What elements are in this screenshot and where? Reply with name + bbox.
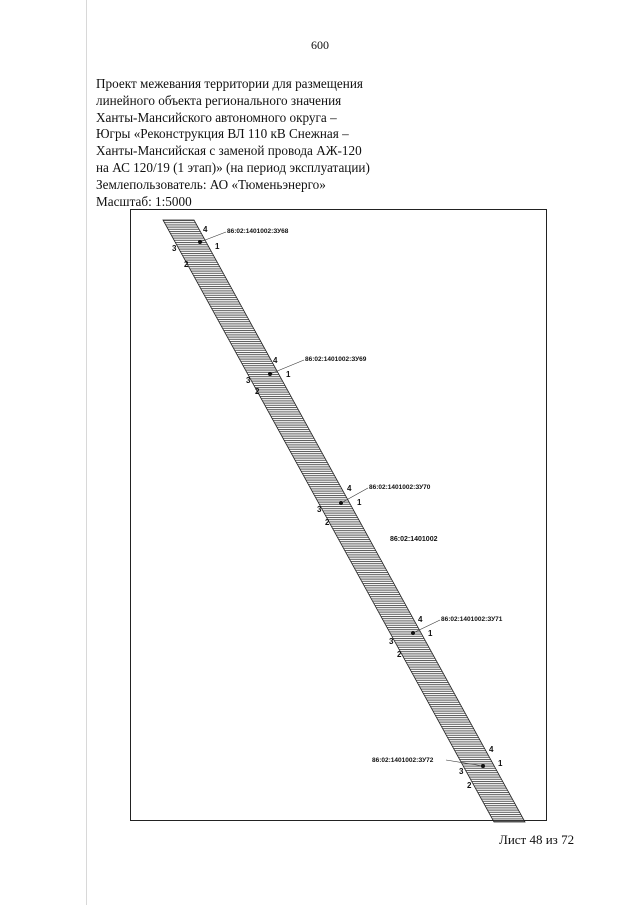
vertex-label: 1 — [498, 759, 503, 768]
vertex-label: 2 — [325, 518, 330, 527]
parcel-zu70: 86:02:1401002:ЗУ70 4 1 2 3 — [317, 484, 431, 527]
vertex-label: 4 — [347, 484, 352, 493]
vertex-label: 2 — [397, 650, 402, 659]
corridor-strip — [162, 219, 526, 823]
parcel-zu69: 86:02:1401002:ЗУ69 4 1 2 3 — [246, 356, 367, 396]
vertex-label: 2 — [467, 781, 472, 790]
vertex-label: 4 — [418, 615, 423, 624]
vertex-label: 2 — [184, 260, 189, 269]
leader-line — [269, 359, 305, 375]
parcel-point — [268, 372, 272, 376]
title-line: Проект межевания территории для размещен… — [96, 76, 363, 91]
title-line: Ханты-Мансийская с заменой провода АЖ-12… — [96, 143, 362, 159]
title-line: линейного объекта регионального значения — [96, 92, 342, 108]
parcel-label: 86:02:1401002:ЗУ72 — [372, 757, 434, 764]
parcel-label: 86:02:1401002:ЗУ68 — [227, 228, 289, 235]
parcel-label: 86:02:1401002:ЗУ70 — [369, 484, 431, 491]
page-number: 600 — [311, 38, 329, 52]
title-line: на АС 120/19 (1 этап)» (на период эксплу… — [96, 159, 370, 175]
vertex-label: 3 — [459, 767, 464, 776]
vertex-label: 3 — [246, 376, 251, 385]
parcel-label: 86:02:1401002:ЗУ69 — [305, 356, 367, 363]
vertex-label: 1 — [286, 370, 291, 379]
vertex-label: 4 — [273, 356, 278, 365]
vertex-label: 4 — [203, 225, 208, 234]
sheet-label: Лист 48 из 72 — [499, 832, 575, 847]
title-line: Югры «Реконструкция ВЛ 110 кВ Снежная – — [96, 126, 349, 142]
binding-margin-line — [86, 0, 87, 905]
parcel-zu71: 86:02:1401002:ЗУ71 4 1 2 3 — [389, 615, 503, 659]
parcel-point — [411, 631, 415, 635]
vertex-label: 1 — [215, 242, 220, 251]
leader-line — [445, 759, 484, 767]
parcel-zu68: 86:02:1401002:ЗУ68 4 1 2 3 — [172, 225, 289, 269]
parcel-point — [198, 240, 202, 244]
vertex-label: 3 — [317, 505, 322, 514]
title-line: Ханты-Мансийского автономного округа – — [96, 109, 337, 125]
area-label: 86:02:1401002 — [390, 536, 438, 543]
parcel-label: 86:02:1401002:ЗУ71 — [441, 616, 503, 623]
leader-line — [199, 231, 227, 243]
parcel-point — [339, 501, 343, 505]
parcel-zu72: 86:02:1401002:ЗУ72 4 1 2 3 — [372, 745, 503, 790]
land-user-line: Землепользователь: АО «Тюменьэнерго» — [96, 176, 326, 192]
scale-line: Масштаб: 1:5000 — [96, 193, 192, 209]
vertex-label: 2 — [255, 387, 260, 396]
vertex-label: 1 — [428, 629, 433, 638]
vertex-label: 1 — [357, 498, 362, 507]
leader-line — [412, 619, 441, 634]
title-block: Проект межевания территории для размещен… — [96, 76, 396, 210]
map-frame — [130, 209, 547, 821]
leader-line — [340, 487, 369, 504]
vertex-label: 4 — [489, 745, 494, 754]
parcel-point — [481, 764, 485, 768]
vertex-label: 3 — [172, 244, 177, 253]
vertex-label: 3 — [389, 637, 394, 646]
